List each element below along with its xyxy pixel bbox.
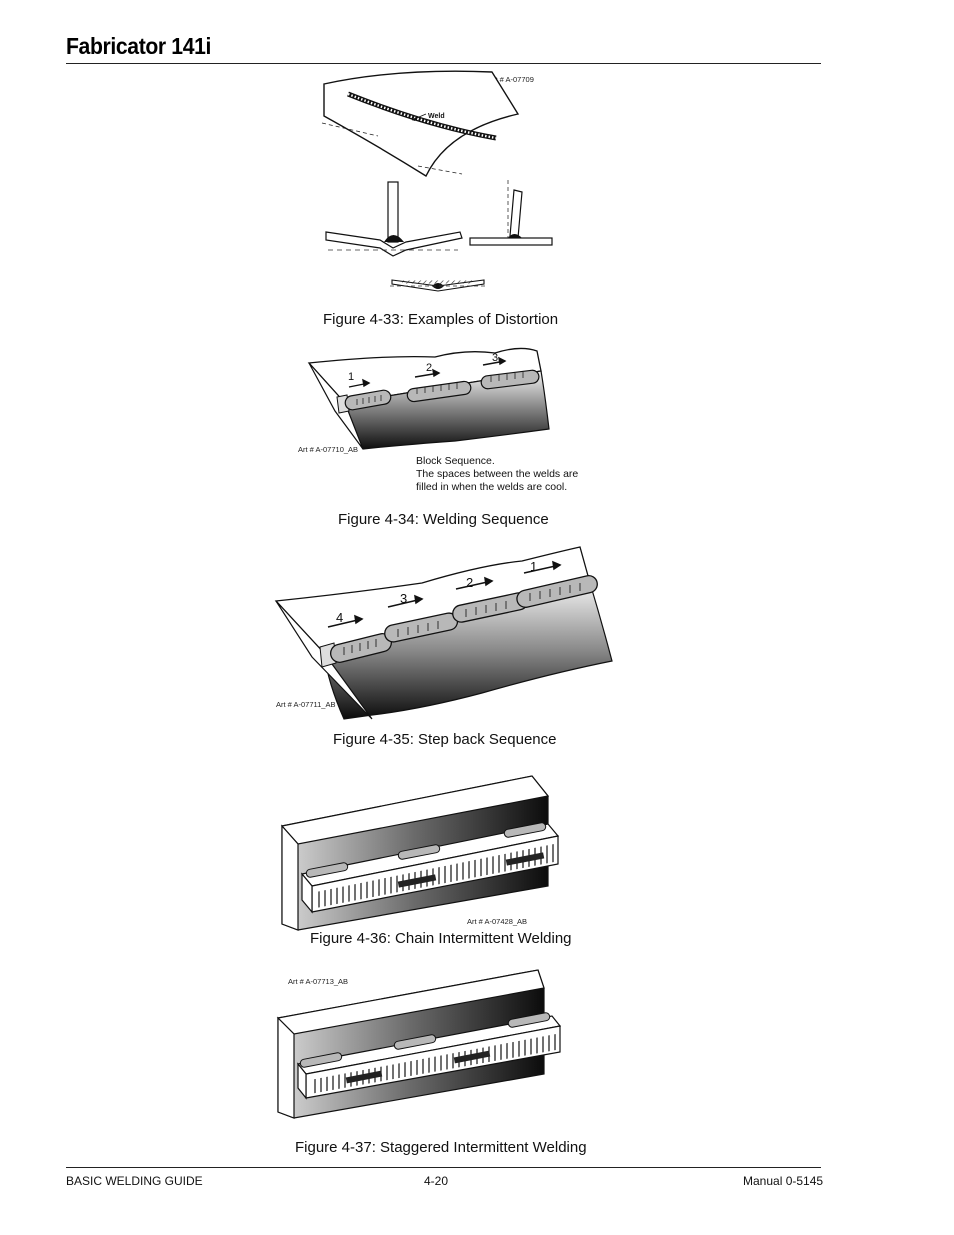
footer-page-number: 4-20 bbox=[424, 1174, 449, 1188]
figure-note: Block Sequence. The spaces between the w… bbox=[416, 455, 579, 493]
art-number: Art # A-07428_AB bbox=[467, 917, 528, 926]
art-number: Art # A-07710_AB bbox=[298, 445, 359, 454]
staggered-intermittent-illustration bbox=[276, 969, 562, 1119]
distortion-illustration: Weld bbox=[321, 70, 553, 292]
step-number: 2 bbox=[426, 362, 433, 374]
step-back-sequence-illustration bbox=[274, 546, 613, 720]
step-number: 3 bbox=[492, 352, 499, 364]
weld-label: Weld bbox=[428, 113, 445, 120]
art-number: Art # A-07709 bbox=[488, 75, 534, 84]
footer-rule bbox=[66, 1167, 821, 1168]
figure-caption: Figure 4-37: Staggered Intermittent Weld… bbox=[295, 1139, 587, 1156]
step-number: 2 bbox=[466, 575, 474, 590]
chain-intermittent-illustration bbox=[280, 775, 560, 931]
header-rule bbox=[66, 63, 821, 64]
footer-manual-number: Manual 0-5145 bbox=[743, 1174, 824, 1188]
step-number: 1 bbox=[530, 559, 538, 574]
step-number: 1 bbox=[348, 371, 355, 383]
footer-guide-title: BASIC WELDING GUIDE bbox=[66, 1174, 203, 1188]
figure-caption: Figure 4-34: Welding Sequence bbox=[338, 511, 549, 528]
step-number: 3 bbox=[400, 591, 408, 606]
art-number: Art # A-07711_AB bbox=[276, 700, 336, 709]
figure-caption: Figure 4-33: Examples of Distortion bbox=[323, 311, 559, 328]
step-number: 4 bbox=[336, 610, 344, 625]
block-sequence-illustration bbox=[307, 347, 550, 450]
page-title: Fabricator 141i bbox=[66, 33, 212, 59]
figure-caption: Figure 4-35: Step back Sequence bbox=[333, 731, 557, 748]
figure-caption: Figure 4-36: Chain Intermittent Welding bbox=[310, 930, 572, 947]
art-number: Art # A-07713_AB bbox=[288, 977, 349, 986]
